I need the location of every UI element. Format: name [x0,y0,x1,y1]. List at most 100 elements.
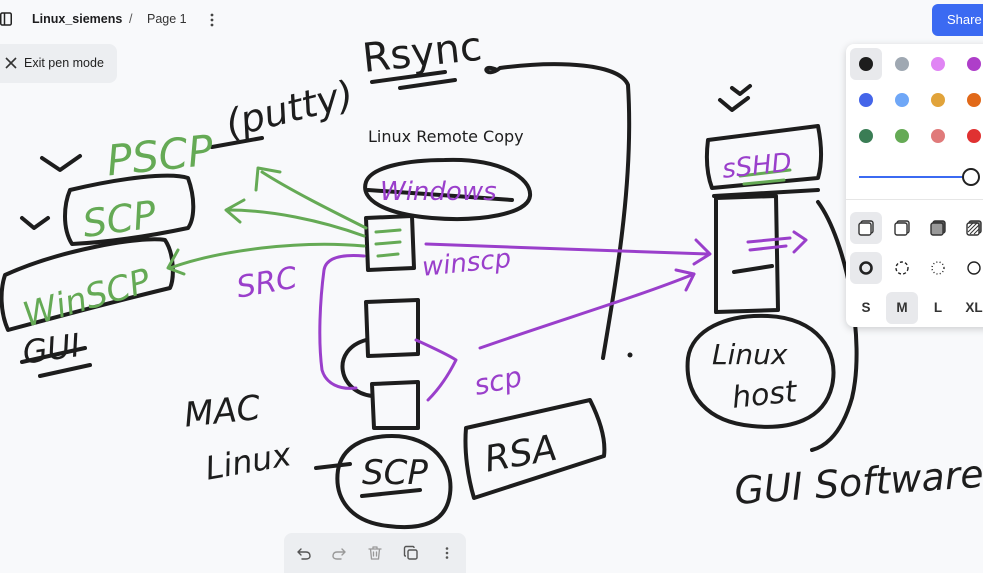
dot [627,352,633,358]
green-strokes [166,166,792,276]
title-text: Linux Remote Copy [368,127,524,146]
share-button[interactable]: Share [932,4,983,36]
duplicate-icon[interactable] [403,545,419,561]
checkmark-1 [40,154,82,172]
windows-pc-box [364,214,416,272]
exit-pen-mode-button[interactable]: Exit pen mode [0,44,117,83]
scp-box-text: SCP [80,192,159,246]
color-dot [859,129,873,143]
color-swatch-9[interactable] [886,120,918,152]
purple-strokes [318,230,808,402]
green-text: PSCP SCP WinSCP [19,126,217,336]
fill-pattern-icon [966,220,982,236]
breadcrumb-separator: / [129,12,133,26]
color-swatch-1[interactable] [886,48,918,80]
host-server-box [714,194,780,314]
color-swatch-8[interactable] [850,120,882,152]
rsync-underline [370,70,447,84]
purple-bracket [318,254,366,390]
sidebar-toggle-icon[interactable] [0,12,12,26]
host-right-bracket [810,200,859,452]
fill-solid-option[interactable] [922,212,954,244]
size-option-l[interactable]: L [933,300,943,315]
pscp-underline [210,136,264,149]
more-vertical-icon[interactable] [439,545,455,561]
color-dot [895,57,909,71]
dash-dotted-option[interactable] [922,252,954,284]
color-swatch-6[interactable] [922,84,954,116]
color-dot [931,93,945,107]
color-dot [931,57,945,71]
purple-arrow-winscp [424,242,710,256]
gui-software-text: GUI Software [733,452,983,513]
opacity-slider-track[interactable] [859,176,971,178]
winscp-box [0,237,175,332]
green-arrow-mid-head [224,198,246,224]
color-swatch-4[interactable] [850,84,882,116]
color-swatch-3[interactable] [958,48,983,80]
mac-box-1 [364,298,420,358]
box-connector [340,338,374,398]
color-swatch-2[interactable] [922,48,954,80]
host-checkmark-2 [730,84,752,96]
fill-semi-option[interactable] [886,212,918,244]
dash-dashed-option[interactable] [886,252,918,284]
purple-arrow-winscp-head [692,238,712,266]
color-dot [967,57,981,71]
purple-arrow-scp-head [674,268,696,292]
color-dot [859,57,873,71]
color-dot [967,129,981,143]
mac-text: MAC [182,388,262,436]
scp-circle-underline [360,488,422,498]
trash-icon[interactable] [367,545,383,561]
windows-ellipse [363,157,533,222]
more-vertical-icon[interactable] [205,10,219,30]
panel-divider [846,199,983,200]
dash-dotted-icon [931,261,945,275]
rsync-underline-2 [398,78,457,90]
green-arrow-top [260,170,368,230]
color-swatch-7[interactable] [958,84,983,116]
rsa-box [463,398,607,500]
host-checkmark-1 [718,96,750,112]
purple-arrow-mac [414,338,458,402]
dash-solid-option[interactable] [958,252,983,284]
sshd-underline [738,168,792,186]
gui-text: GUI [20,326,82,372]
src-text: SRC [234,261,300,306]
sshd-text: sSHD [721,148,793,185]
dash-draw-option[interactable] [850,252,882,284]
green-arrow-top-head [254,166,282,192]
size-option-s[interactable]: S [861,300,871,315]
page-name[interactable]: Page 1 [147,12,187,26]
color-dot [931,129,945,143]
host-arrow [746,230,808,254]
redo-icon[interactable] [331,545,347,561]
color-swatch-11[interactable] [958,120,983,152]
color-swatch-0[interactable] [850,48,882,80]
green-arrow-low-head [166,248,186,276]
color-swatch-10[interactable] [922,120,954,152]
sshd-box [704,124,823,190]
fill-pattern-option[interactable] [958,212,983,244]
checkmark-2 [20,216,50,230]
winscp-label-text: winscp [421,244,513,283]
size-option-xl[interactable]: XL [965,300,983,315]
fill-none-option[interactable] [850,212,882,244]
color-swatch-5[interactable] [886,84,918,116]
green-arrow-mid [226,208,366,238]
document-title[interactable]: Linux_siemens [32,12,123,26]
host-server-line [732,264,774,274]
winscp-box-text: WinSCP [19,261,156,336]
black-strokes [0,62,859,530]
linux-text: Linux [202,435,295,488]
green-arrow-low [168,242,366,270]
opacity-slider-thumb[interactable] [962,168,980,186]
title-underline [366,188,514,202]
undo-icon[interactable] [296,545,312,561]
size-option-m[interactable]: M [886,292,918,324]
scp-label-text: scp [471,360,525,402]
color-dot [895,93,909,107]
